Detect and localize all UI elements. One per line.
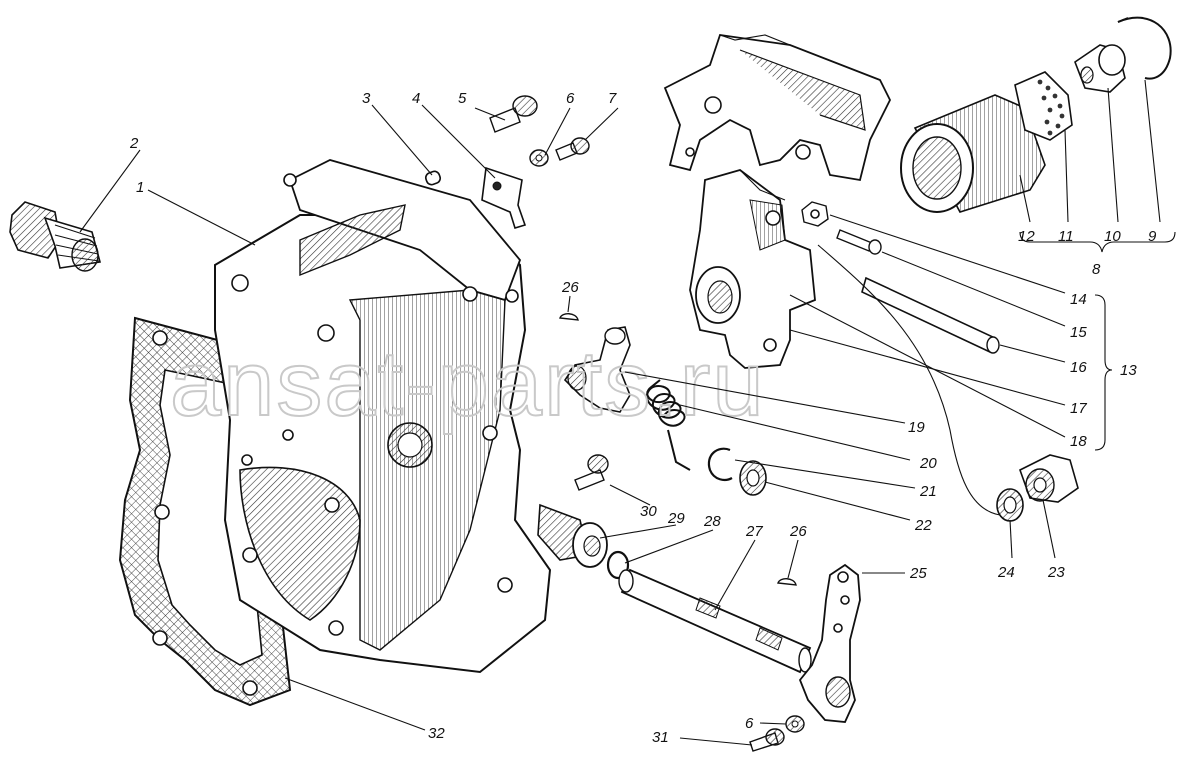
label-10: 10 [1104, 228, 1121, 245]
label-7: 7 [608, 90, 617, 107]
housing-1 [214, 159, 552, 674]
sleeve-12 [900, 94, 1046, 213]
spring-20 [645, 379, 691, 471]
label-9: 9 [1148, 228, 1157, 245]
label-22: 22 [914, 517, 932, 534]
pin-3 [424, 170, 442, 186]
o-ring-28 [606, 550, 630, 580]
bushing-10 [1074, 44, 1126, 93]
label-20: 20 [919, 455, 937, 472]
washer-6 [529, 149, 549, 167]
label-26b: 26 [789, 523, 807, 540]
label-30: 30 [640, 503, 657, 520]
bearing-11 [1014, 71, 1073, 141]
lever-block [689, 169, 816, 369]
washer-22 [739, 460, 767, 496]
label-11: 11 [1058, 228, 1074, 245]
label-29: 29 [667, 510, 685, 527]
label-2: 2 [129, 135, 139, 152]
label-16: 16 [1070, 359, 1087, 376]
lever-25 [798, 563, 861, 723]
label-14: 14 [1070, 291, 1087, 308]
label-32: 32 [428, 725, 445, 742]
key-26b [777, 578, 797, 586]
screw-7 [555, 137, 590, 161]
circlip-21 [707, 447, 733, 481]
label-5: 5 [458, 90, 467, 107]
label-19: 19 [908, 419, 925, 436]
bolt-15 [836, 229, 882, 255]
leader-lines [79, 79, 1176, 746]
label-25: 25 [909, 565, 927, 582]
screw-30 [574, 454, 609, 491]
fork-bracket [663, 34, 892, 182]
label-6: 6 [566, 90, 575, 107]
screw-31 [749, 728, 785, 752]
leader-line-24 [817, 244, 1001, 516]
screw-5 [489, 95, 538, 133]
callout-labels: 2 1 3 4 5 6 7 8 9 10 11 12 13 14 15 16 1… [129, 90, 1157, 746]
label-17: 17 [1070, 400, 1087, 417]
nut-23 [1019, 454, 1079, 503]
ring-9 [1117, 16, 1172, 80]
label-1: 1 [136, 179, 144, 196]
label-12: 12 [1018, 228, 1035, 245]
label-31: 31 [652, 729, 669, 746]
shaft-27 [618, 568, 812, 674]
label-21: 21 [919, 483, 937, 500]
label-4: 4 [412, 90, 420, 107]
label-23: 23 [1047, 564, 1065, 581]
label-15: 15 [1070, 324, 1087, 341]
washer-6b [785, 715, 805, 733]
label-8: 8 [1092, 261, 1101, 278]
label-27: 27 [745, 523, 763, 540]
plug-2 [9, 201, 102, 272]
label-26a: 26 [561, 279, 579, 296]
plug-29 [537, 503, 608, 568]
label-6b: 6 [745, 715, 754, 732]
label-3: 3 [362, 90, 371, 107]
label-13: 13 [1120, 362, 1137, 379]
rod-16 [861, 276, 1000, 354]
label-18: 18 [1070, 433, 1087, 450]
label-28: 28 [703, 513, 721, 530]
lever-19 [563, 326, 631, 413]
nut-14 [801, 201, 829, 227]
plate-4 [481, 166, 527, 229]
key-26a [559, 313, 579, 321]
label-24: 24 [997, 564, 1015, 581]
watermark: ansat-parts.ru [170, 333, 766, 435]
washer-24 [996, 488, 1024, 522]
